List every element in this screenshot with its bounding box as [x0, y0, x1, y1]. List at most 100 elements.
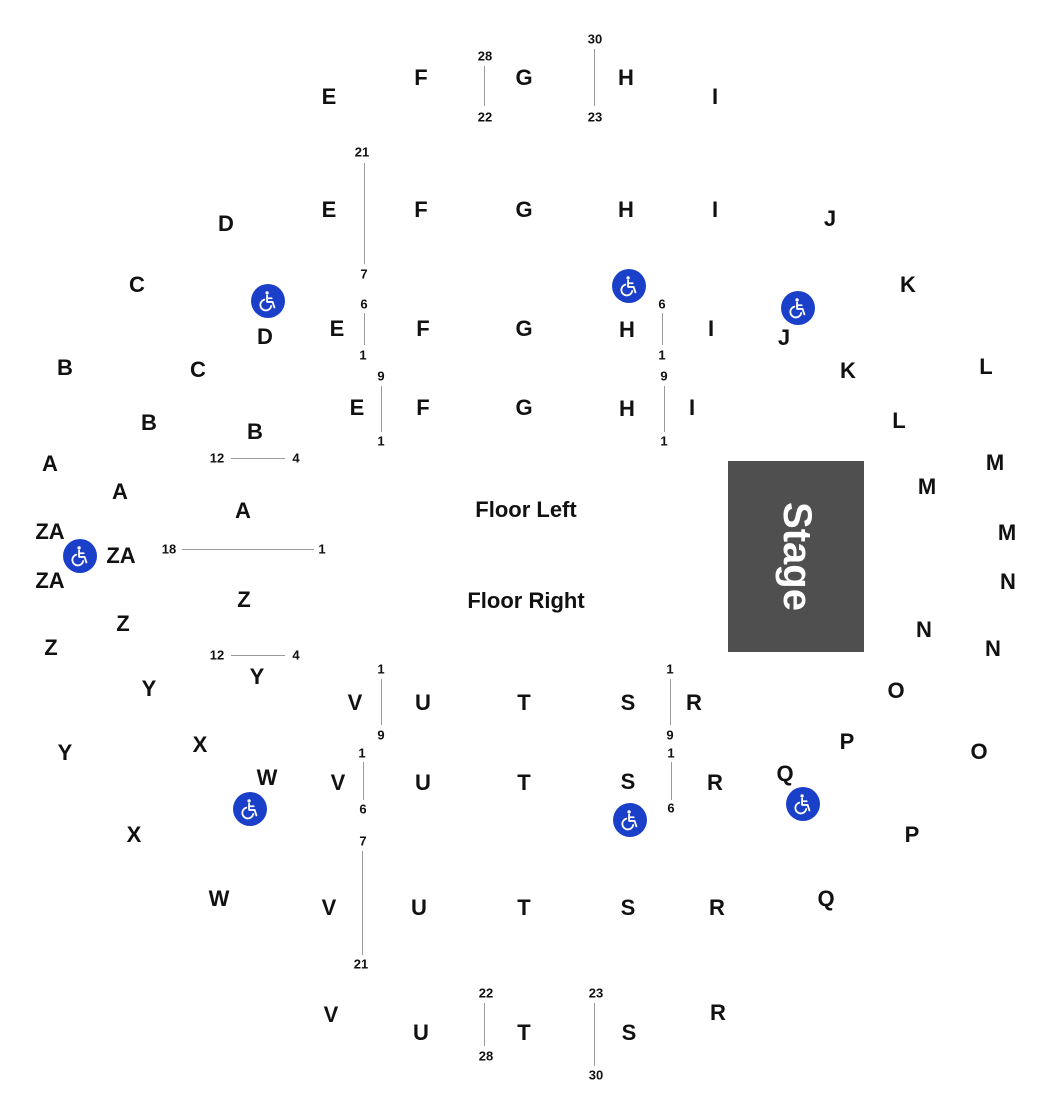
row-label[interactable]: C — [129, 272, 145, 297]
seat-number: 30 — [588, 1067, 604, 1083]
row-label[interactable]: E — [321, 84, 337, 109]
row-label[interactable]: ZA — [106, 543, 136, 568]
row-label[interactable]: W — [256, 765, 278, 790]
row-label[interactable]: Y — [249, 664, 265, 689]
row-label[interactable]: C — [190, 357, 206, 382]
row-label[interactable]: G — [515, 316, 533, 341]
row-label[interactable]: D — [218, 211, 234, 236]
row-label[interactable]: U — [415, 770, 431, 795]
row-label[interactable]: B — [247, 419, 263, 444]
row-label[interactable]: F — [414, 65, 428, 90]
row-label[interactable]: D — [257, 324, 273, 349]
row-label[interactable]: V — [347, 690, 363, 715]
row-label[interactable]: H — [618, 65, 634, 90]
row-label[interactable]: O — [887, 678, 905, 703]
row-label[interactable]: E — [329, 316, 345, 341]
row-label[interactable]: O — [970, 739, 988, 764]
row-label[interactable]: N — [985, 636, 1001, 661]
row-label[interactable]: U — [413, 1020, 429, 1045]
section-floor-right[interactable]: Floor Right — [467, 588, 585, 613]
seat-range-line — [484, 1003, 485, 1046]
seat-range-line — [670, 679, 671, 725]
row-label[interactable]: B — [141, 410, 157, 435]
seat-number: 22 — [477, 109, 493, 125]
row-label[interactable]: X — [126, 822, 142, 847]
section-floor-left[interactable]: Floor Left — [475, 497, 577, 522]
row-label[interactable]: L — [979, 354, 993, 379]
row-label[interactable]: V — [321, 895, 337, 920]
row-label[interactable]: P — [904, 822, 920, 847]
row-label[interactable]: W — [208, 886, 230, 911]
row-label[interactable]: B — [57, 355, 73, 380]
row-label[interactable]: R — [707, 770, 723, 795]
row-label[interactable]: Q — [817, 886, 835, 911]
seat-number: 12 — [209, 450, 225, 466]
row-label[interactable]: I — [711, 84, 719, 109]
row-label[interactable]: Y — [57, 740, 73, 765]
seat-range-line — [362, 851, 363, 955]
row-label[interactable]: T — [517, 690, 531, 715]
row-label[interactable]: S — [621, 1020, 637, 1045]
wheelchair-icon — [613, 803, 647, 837]
row-label[interactable]: Y — [141, 676, 157, 701]
row-label[interactable]: F — [416, 316, 430, 341]
row-label[interactable]: H — [618, 197, 634, 222]
row-label[interactable]: Z — [237, 587, 251, 612]
seat-number: 9 — [660, 368, 668, 384]
row-label[interactable]: E — [321, 197, 337, 222]
row-label[interactable]: T — [517, 895, 531, 920]
row-label[interactable]: J — [777, 325, 791, 350]
row-label[interactable]: F — [414, 197, 428, 222]
row-label[interactable]: V — [330, 770, 346, 795]
seat-number: 30 — [587, 31, 603, 47]
row-label[interactable]: K — [840, 358, 856, 383]
row-label[interactable]: A — [112, 479, 128, 504]
row-label[interactable]: U — [415, 690, 431, 715]
seat-number: 1 — [666, 661, 674, 677]
row-label[interactable]: Q — [776, 761, 794, 786]
row-label[interactable]: S — [620, 769, 636, 794]
row-label[interactable]: U — [411, 895, 427, 920]
row-label[interactable]: V — [323, 1002, 339, 1027]
row-label[interactable]: G — [515, 197, 533, 222]
seat-number: 1 — [377, 433, 385, 449]
row-label[interactable]: J — [823, 206, 837, 231]
row-label[interactable]: G — [515, 65, 533, 90]
seat-number: 23 — [587, 109, 603, 125]
row-label[interactable]: Z — [116, 611, 130, 636]
row-label[interactable]: S — [620, 690, 636, 715]
row-label[interactable]: R — [710, 1000, 726, 1025]
row-label[interactable]: X — [192, 732, 208, 757]
row-label[interactable]: T — [517, 1020, 531, 1045]
row-label[interactable]: E — [349, 395, 365, 420]
row-label[interactable]: M — [985, 450, 1005, 475]
row-label[interactable]: F — [416, 395, 430, 420]
row-label[interactable]: N — [1000, 569, 1016, 594]
row-label[interactable]: A — [235, 498, 251, 523]
row-label[interactable]: M — [917, 474, 937, 499]
row-label[interactable]: T — [517, 770, 531, 795]
row-label[interactable]: ZA — [35, 519, 65, 544]
seat-number: 1 — [318, 541, 326, 557]
row-label[interactable]: S — [620, 895, 636, 920]
row-label[interactable]: L — [892, 408, 906, 433]
row-label[interactable]: K — [900, 272, 916, 297]
row-label[interactable]: I — [707, 316, 715, 341]
row-label[interactable]: M — [997, 520, 1017, 545]
seat-number: 28 — [477, 48, 493, 64]
row-label[interactable]: R — [686, 690, 702, 715]
row-label[interactable]: A — [42, 451, 58, 476]
row-label[interactable]: G — [515, 395, 533, 420]
seat-number: 1 — [658, 347, 666, 363]
row-label[interactable]: H — [619, 317, 635, 342]
row-label[interactable]: R — [709, 895, 725, 920]
row-label[interactable]: N — [916, 617, 932, 642]
row-label[interactable]: ZA — [35, 568, 65, 593]
row-label[interactable]: P — [839, 729, 855, 754]
seat-number: 4 — [292, 647, 300, 663]
row-label[interactable]: I — [688, 395, 696, 420]
row-label[interactable]: I — [711, 197, 719, 222]
seat-number: 9 — [666, 727, 674, 743]
row-label[interactable]: Z — [44, 635, 58, 660]
row-label[interactable]: H — [619, 396, 635, 421]
